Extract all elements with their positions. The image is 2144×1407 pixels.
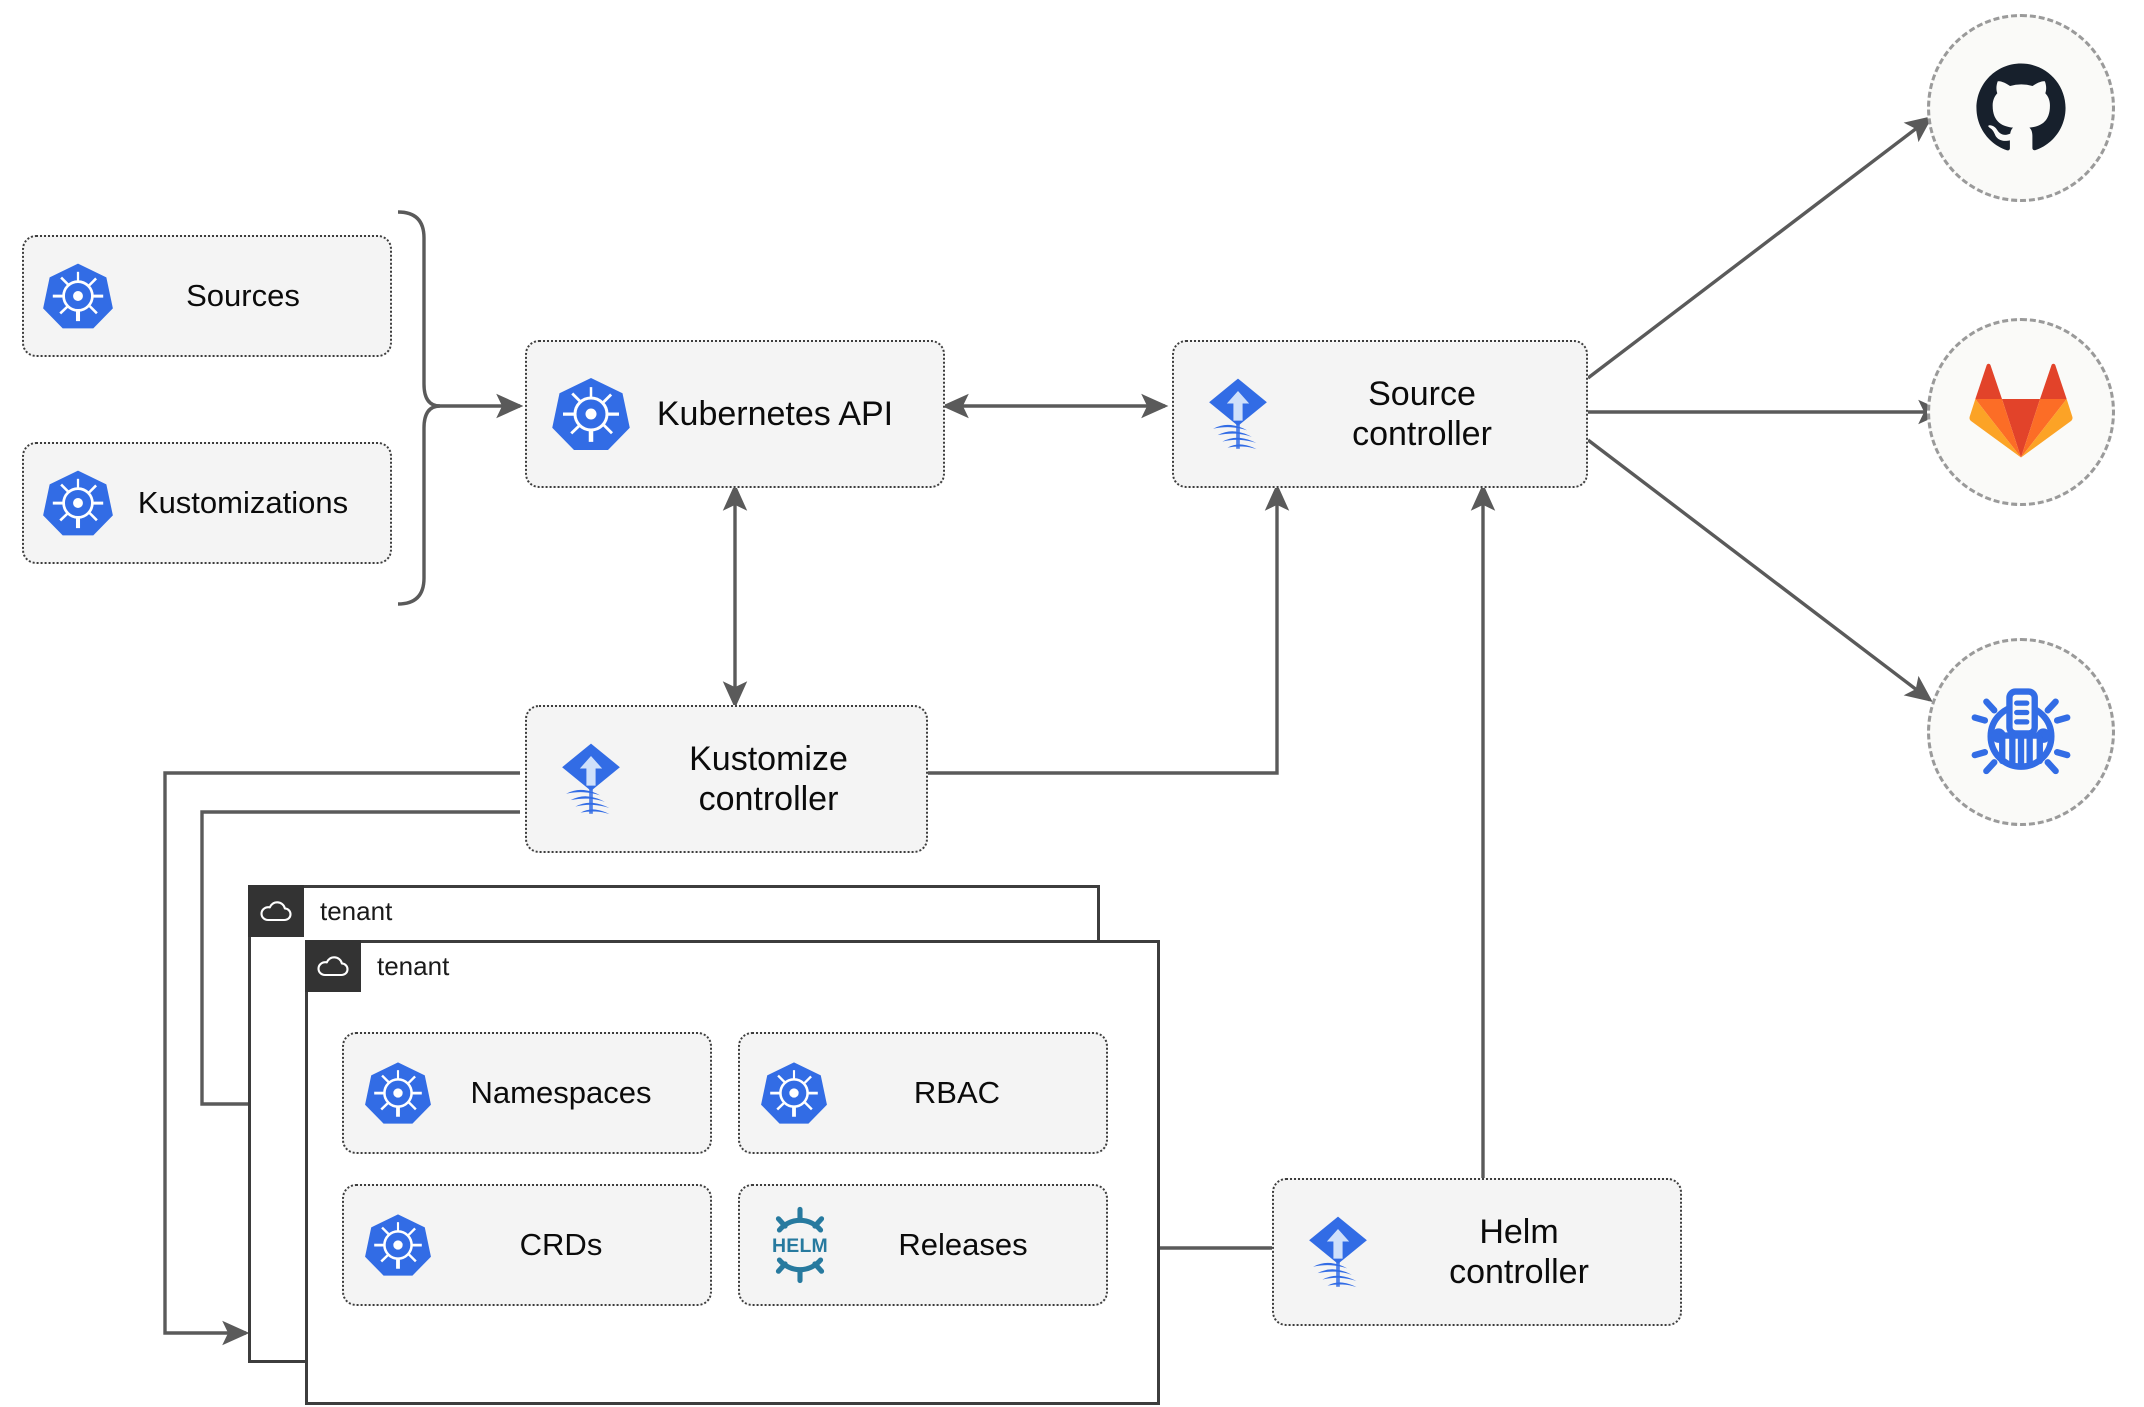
gitlab-icon [1969, 363, 2073, 458]
kubernetes-icon [760, 1059, 828, 1127]
github-icon [1976, 63, 2066, 151]
node-sources[interactable]: Sources [22, 235, 392, 357]
node-label: Kustomize controller [689, 739, 848, 818]
node-label: Kubernetes API [656, 394, 894, 433]
tenant-header: tenant [248, 885, 392, 937]
node-label: Namespaces [470, 1074, 652, 1110]
helm-icon: HELM [760, 1205, 840, 1285]
cloud-icon [248, 885, 304, 937]
edge-source-to-github [1586, 115, 1933, 380]
external-source-helm-repository[interactable] [1927, 638, 2115, 826]
cloud-icon [305, 940, 361, 992]
node-label: Kustomizations [137, 484, 349, 520]
node-kubernetes-api[interactable]: Kubernetes API [525, 340, 945, 488]
node-helm-controller[interactable]: Helm controller [1272, 1178, 1682, 1326]
flux-icon [549, 737, 633, 821]
node-kustomizations[interactable]: Kustomizations [22, 442, 392, 564]
node-kustomize-controller[interactable]: Kustomize controller [525, 705, 928, 853]
node-label: Source controller [1352, 374, 1492, 453]
node-label: Helm controller [1449, 1212, 1589, 1291]
node-releases[interactable]: HELM Releases [738, 1184, 1108, 1306]
node-label: RBAC [913, 1074, 1001, 1110]
edge-source-to-helmrepo [1586, 438, 1933, 703]
flux-icon [1196, 372, 1280, 456]
edge-sources-brace [397, 210, 441, 606]
tenant-box-front[interactable]: tenant [305, 940, 1160, 1405]
kubernetes-icon [42, 260, 114, 332]
flux-icon [1296, 1210, 1380, 1294]
node-label: Sources [186, 277, 300, 313]
kubernetes-icon [42, 467, 114, 539]
external-source-gitlab[interactable] [1927, 318, 2115, 506]
kubernetes-icon [551, 374, 631, 454]
helm-repository-icon [1971, 688, 2071, 775]
tenant-label: tenant [377, 950, 450, 981]
external-source-github[interactable] [1927, 14, 2115, 202]
tenant-label: tenant [320, 895, 393, 926]
node-namespaces[interactable]: Namespaces [342, 1032, 712, 1154]
node-crds[interactable]: CRDs [342, 1184, 712, 1306]
node-label: CRDs [519, 1226, 603, 1262]
edge-kustomize-to-source [928, 483, 1290, 775]
kubernetes-icon [364, 1211, 432, 1279]
svg-text:HELM: HELM [772, 1235, 828, 1257]
node-label: Releases [898, 1226, 1028, 1262]
kubernetes-icon [364, 1059, 432, 1127]
node-source-controller[interactable]: Source controller [1172, 340, 1588, 488]
tenant-header: tenant [305, 940, 449, 992]
node-rbac[interactable]: RBAC [738, 1032, 1108, 1154]
